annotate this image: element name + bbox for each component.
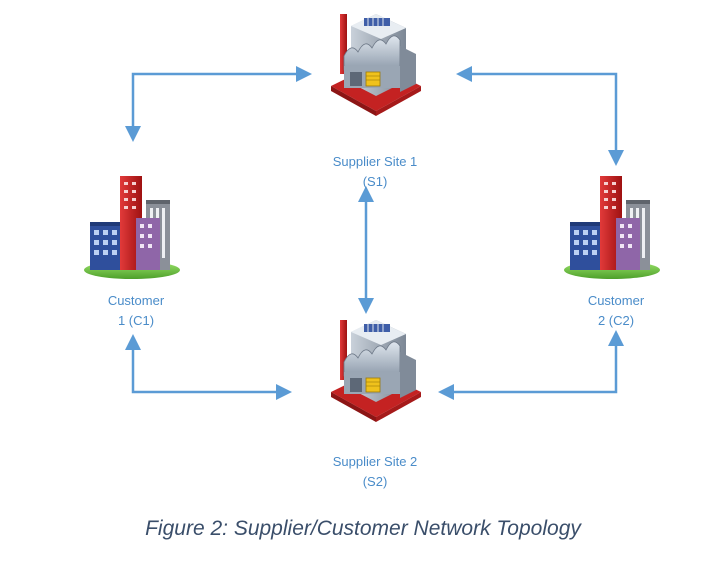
arrowhead-left-s1 [456,66,472,82]
connector-arrows [131,72,618,394]
supplier-site-1-code: (S1) [362,174,388,189]
arrowhead-up-c1 [125,334,141,350]
arrow-c1-s2 [131,350,278,394]
arrowhead-down-s2 [358,298,374,314]
customer-1-city-buildings-icon [84,176,180,279]
supplier-site-1-name: Supplier Site 1 [332,154,418,169]
arrowhead-up-c2 [608,330,624,346]
supplier-site-2-factory-icon [330,319,422,423]
arrowhead-down-c1 [125,126,141,142]
customer-2-code: 2 (C2) [597,313,635,328]
arrowhead-up-s1 [358,186,374,202]
supplier-site-2-name: Supplier Site 2 [332,454,418,469]
arrowhead-right-s2 [276,384,292,400]
arrow-s1-c2 [470,72,618,152]
supplier-site-1-factory-icon [330,13,422,117]
supplier-site-2-code: (S2) [362,474,388,489]
supplier-site-2-label: Supplier Site 2 (S2) [300,452,450,492]
arrow-c1-s1 [131,72,298,128]
arrow-c2-s2 [452,345,618,394]
customer-1-label: Customer 1 (C1) [76,291,196,331]
customer-1-name: Customer [107,293,165,308]
supplier-site-1-label: Supplier Site 1 (S1) [300,152,450,192]
arrowheads [125,66,624,400]
customer-2-label: Customer 2 (C2) [556,291,676,331]
arrowhead-down-c2 [608,150,624,166]
customer-1-code: 1 (C1) [117,313,155,328]
customer-2-name: Customer [587,293,645,308]
customer-2-city-buildings-icon [564,176,660,279]
arrowhead-right-s1 [296,66,312,82]
figure-caption: Figure 2: Supplier/Customer Network Topo… [145,517,581,540]
arrowhead-left-s2 [438,384,454,400]
